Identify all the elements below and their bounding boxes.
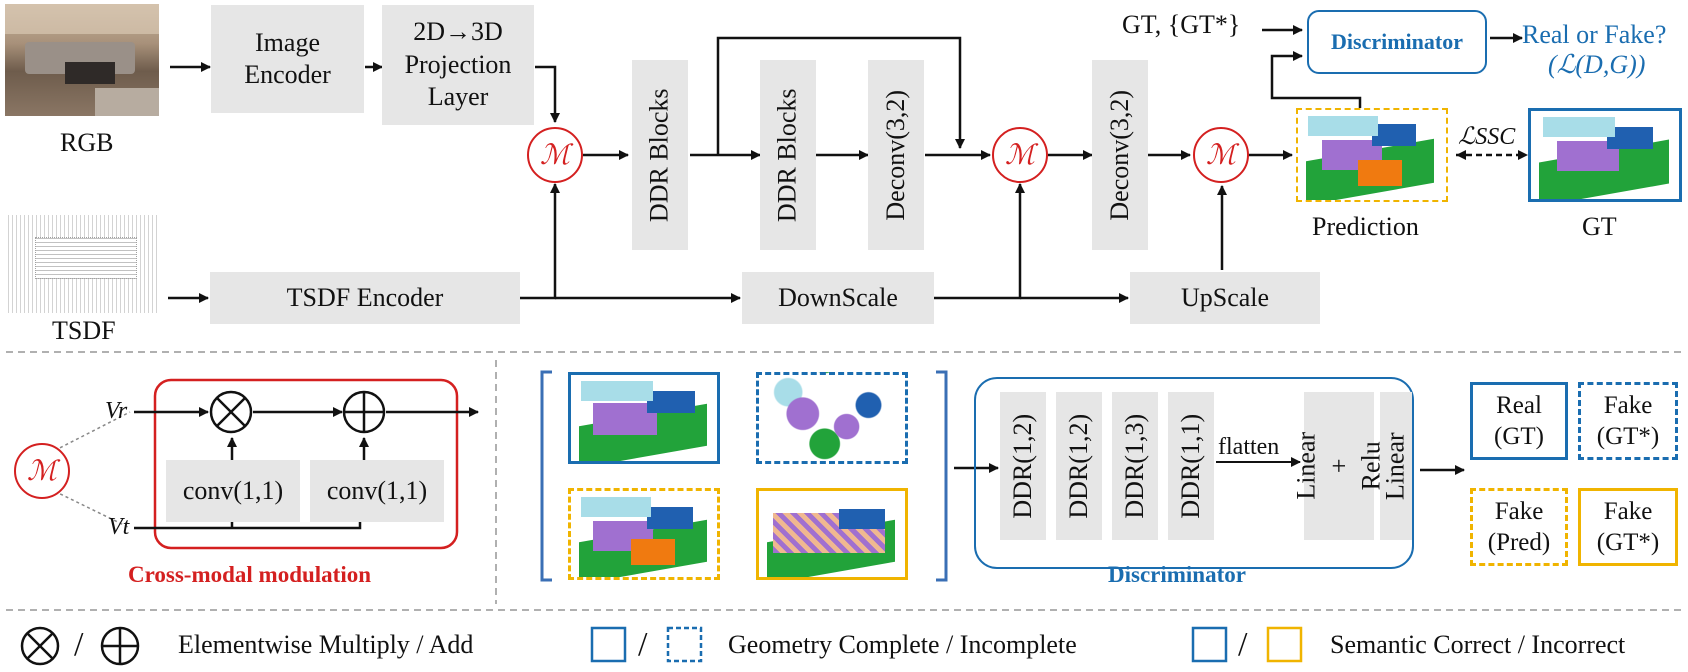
linear-label: Linear bbox=[1380, 432, 1410, 500]
prediction-label: Prediction bbox=[1312, 212, 1419, 241]
modulation-node-2: ℳ bbox=[992, 127, 1048, 183]
disc-layer-4-label: DDR(1,1) bbox=[1175, 413, 1205, 519]
conv-block-1: conv(1,1) bbox=[166, 460, 300, 522]
real-or-fake-label: Real or Fake? bbox=[1522, 20, 1667, 49]
sample-prediction bbox=[568, 488, 720, 580]
projection-label: 2D→3D Projection Layer bbox=[404, 17, 512, 112]
legend-incomplete-icon bbox=[666, 626, 703, 663]
image-encoder-label: Image Encoder bbox=[244, 27, 331, 90]
zoom-line-top bbox=[43, 411, 131, 457]
legend-multiply-add-text: Elementwise Multiply / Add bbox=[178, 630, 474, 659]
vr-label: Vr bbox=[105, 398, 128, 424]
conv-block-2: conv(1,1) bbox=[310, 460, 444, 522]
gt-image bbox=[1528, 108, 1682, 202]
sample-gt-semantic-incorrect bbox=[756, 488, 908, 580]
fake-gt-star-box-2: Fake (GT*) bbox=[1578, 488, 1678, 566]
linear-relu-label: Linear + Relu bbox=[1291, 432, 1386, 500]
arrow-projection-to-mod1 bbox=[535, 65, 560, 123]
ddr-blocks-1-label: DDR Blocks bbox=[644, 88, 674, 222]
gt-label: GT bbox=[1582, 212, 1617, 241]
disc-layer-3-label: DDR(1,3) bbox=[1119, 413, 1149, 519]
disc-layer-2-label: DDR(1,2) bbox=[1063, 413, 1093, 519]
upscale-label: UpScale bbox=[1180, 282, 1270, 312]
rgb-label: RGB bbox=[60, 128, 114, 157]
fake-pred-box: Fake (Pred) bbox=[1470, 488, 1568, 566]
deconv-block-1: Deconv(3,2) bbox=[868, 60, 924, 250]
discriminator-frame bbox=[974, 377, 1414, 569]
ddr-blocks-2: DDR Blocks bbox=[760, 60, 816, 250]
ddr-blocks-2-label: DDR Blocks bbox=[772, 88, 802, 222]
arrow-downscale-to-mod2 bbox=[934, 183, 1025, 300]
cross-modal-title: Cross-modal modulation bbox=[128, 562, 372, 587]
modulation-node-1: ℳ bbox=[527, 127, 583, 183]
flatten-label: flatten bbox=[1218, 434, 1280, 460]
loss-dg-label: (ℒ(D,G)) bbox=[1548, 50, 1646, 79]
deconv-1-label: Deconv(3,2) bbox=[880, 89, 910, 221]
right-bracket bbox=[936, 370, 948, 582]
ssc-loss-label: ℒSSC bbox=[1458, 124, 1516, 150]
vt-label: Vt bbox=[108, 514, 130, 540]
linear-block: Linear bbox=[1380, 392, 1412, 540]
disc-layer-1-label: DDR(1,2) bbox=[1007, 413, 1037, 519]
left-bracket bbox=[540, 370, 552, 582]
tsdf-label: TSDF bbox=[52, 316, 116, 345]
disc-layer-1: DDR(1,2) bbox=[1000, 392, 1046, 540]
gt-input-label: GT, {GT*} bbox=[1122, 10, 1241, 39]
arrow-skip-connection bbox=[716, 36, 965, 155]
fake-gt-star-box-1: Fake (GT*) bbox=[1578, 382, 1678, 460]
upscale-block: UpScale bbox=[1130, 272, 1320, 324]
modulation-node-3: ℳ bbox=[1193, 127, 1249, 183]
real-gt-box: Real (GT) bbox=[1470, 382, 1568, 460]
tsdf-encoder-label: TSDF Encoder bbox=[286, 282, 444, 312]
tsdf-encoder-block: TSDF Encoder bbox=[210, 272, 520, 324]
vt-bus-line bbox=[134, 522, 362, 530]
legend-geometry-text: Geometry Complete / Incomplete bbox=[728, 630, 1077, 659]
disc-layer-3: DDR(1,3) bbox=[1112, 392, 1158, 540]
conv-2-label: conv(1,1) bbox=[326, 475, 428, 505]
legend-incorrect-icon bbox=[1266, 626, 1303, 663]
arrow-tsdf-to-mod1 bbox=[520, 183, 560, 300]
sample-gt-complete-correct bbox=[568, 372, 720, 464]
image-encoder-block: Image Encoder bbox=[211, 5, 364, 113]
discriminator-detail-title: Discriminator bbox=[1108, 562, 1246, 587]
sample-gt-incomplete bbox=[756, 372, 908, 464]
deconv-block-2: Deconv(3,2) bbox=[1092, 60, 1148, 250]
linear-relu-block: Linear + Relu bbox=[1291, 392, 1385, 540]
ddr-blocks-1: DDR Blocks bbox=[632, 60, 688, 250]
deconv-2-label: Deconv(3,2) bbox=[1104, 89, 1134, 221]
zoom-line-bottom bbox=[43, 485, 131, 529]
projection-block: 2D→3D Projection Layer bbox=[382, 5, 534, 125]
downscale-label: DownScale bbox=[778, 282, 898, 312]
disc-layer-2: DDR(1,2) bbox=[1056, 392, 1102, 540]
conv-1-label: conv(1,1) bbox=[182, 475, 284, 505]
tsdf-input-image bbox=[5, 215, 159, 313]
cross-modal-frame bbox=[153, 378, 459, 550]
legend-slash-1: / bbox=[74, 626, 84, 663]
disc-layer-4: DDR(1,1) bbox=[1168, 392, 1214, 540]
prediction-image bbox=[1296, 108, 1448, 202]
downscale-block: DownScale bbox=[742, 272, 934, 324]
legend-complete-icon bbox=[590, 626, 627, 663]
discriminator-block: Discriminator bbox=[1307, 10, 1487, 74]
modulation-symbol-zoom: ℳ bbox=[14, 443, 70, 499]
rgb-input-image bbox=[5, 4, 159, 116]
legend-semantic-text: Semantic Correct / Incorrect bbox=[1330, 630, 1626, 659]
legend-slash-3: / bbox=[1238, 626, 1248, 663]
legend-slash-2: / bbox=[638, 626, 648, 663]
legend-correct-icon bbox=[1191, 626, 1228, 663]
arrow-prediction-to-discriminator bbox=[1270, 51, 1362, 108]
